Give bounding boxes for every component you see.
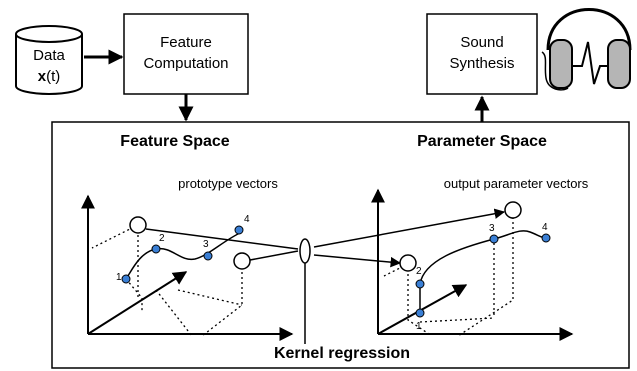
kernel-node (299, 238, 311, 264)
feature-point-label-2: 2 (159, 233, 165, 244)
feature-computation-box: Feature Computation (123, 13, 249, 95)
data-store: Data x(t) (15, 25, 83, 95)
parameter-point-label-2: 2 (416, 266, 422, 277)
sound-synthesis-label-2: Synthesis (449, 55, 514, 72)
feature-point-2 (151, 244, 161, 254)
main-box (51, 121, 630, 369)
feature-space-curve (125, 231, 243, 280)
parameter-output-circle-a (399, 254, 417, 272)
headphones-icon (541, 8, 632, 91)
parameter-point-3 (489, 234, 499, 244)
parameter-space-projections (383, 212, 514, 337)
feature-prototype-circle-b (233, 252, 251, 270)
kernel-connections (145, 208, 506, 268)
parameter-space-title: Parameter Space (417, 133, 547, 150)
parameter-output-circle-b (504, 201, 522, 219)
parameter-point-4 (541, 233, 551, 243)
parameter-point-label-4: 4 (542, 222, 548, 233)
parameter-point-label-1: 1 (416, 321, 422, 332)
feature-space-caption: prototype vectors (178, 176, 278, 191)
parameter-point-2 (415, 279, 425, 289)
sound-synthesis-box: Sound Synthesis (426, 13, 538, 95)
data-store-label-2: x(t) (38, 68, 61, 85)
feature-space-projections (91, 224, 243, 337)
parameter-space-caption: output parameter vectors (444, 176, 589, 191)
feature-point-label-3: 3 (203, 239, 209, 250)
sound-synthesis-label-1: Sound (460, 34, 503, 51)
feature-computation-label-2: Computation (143, 55, 228, 72)
feature-prototype-circle-a (129, 216, 147, 234)
feature-point-1 (121, 274, 131, 284)
database-top (15, 25, 83, 43)
feature-point-4 (234, 225, 244, 235)
kernel-regression-label: Kernel regression (274, 345, 410, 362)
feature-point-3 (203, 251, 213, 261)
feature-computation-label-1: Feature (160, 34, 212, 51)
data-store-label-1: Data (33, 47, 65, 64)
parameter-point-1 (415, 308, 425, 318)
database-icon (15, 34, 83, 95)
feature-point-label-4: 4 (244, 214, 250, 225)
feature-point-label-1: 1 (116, 272, 122, 283)
parameter-space-curve (419, 230, 547, 285)
parameter-point-label-3: 3 (489, 223, 495, 234)
feature-space-title: Feature Space (120, 133, 229, 150)
